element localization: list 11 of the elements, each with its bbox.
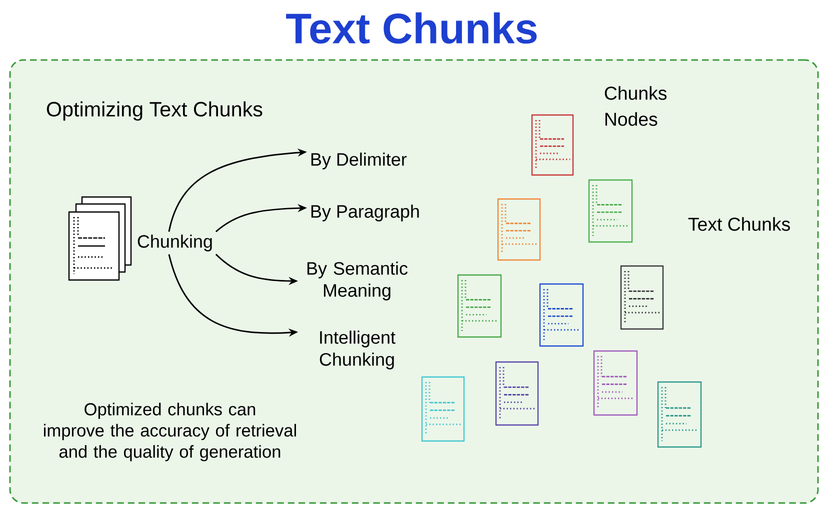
- panel-heading: Optimizing Text Chunks: [46, 101, 262, 121]
- title: Text Chunks: [286, 12, 537, 44]
- group-label: Text Chunks: [688, 217, 790, 231]
- step-label: Chunking: [138, 234, 212, 252]
- option-label: By Delimiter: [311, 152, 407, 170]
- note-text: Optimized chunks can improve the accuracy of retrieval and the quality of generation: [44, 402, 296, 462]
- option-label: By Semantic Meaning: [307, 262, 408, 300]
- option-label: By Paragraph: [311, 204, 419, 222]
- group-label: Chunks: [604, 86, 667, 100]
- group-label: Nodes: [605, 112, 658, 126]
- option-label: Intelligent Chunking: [320, 330, 396, 370]
